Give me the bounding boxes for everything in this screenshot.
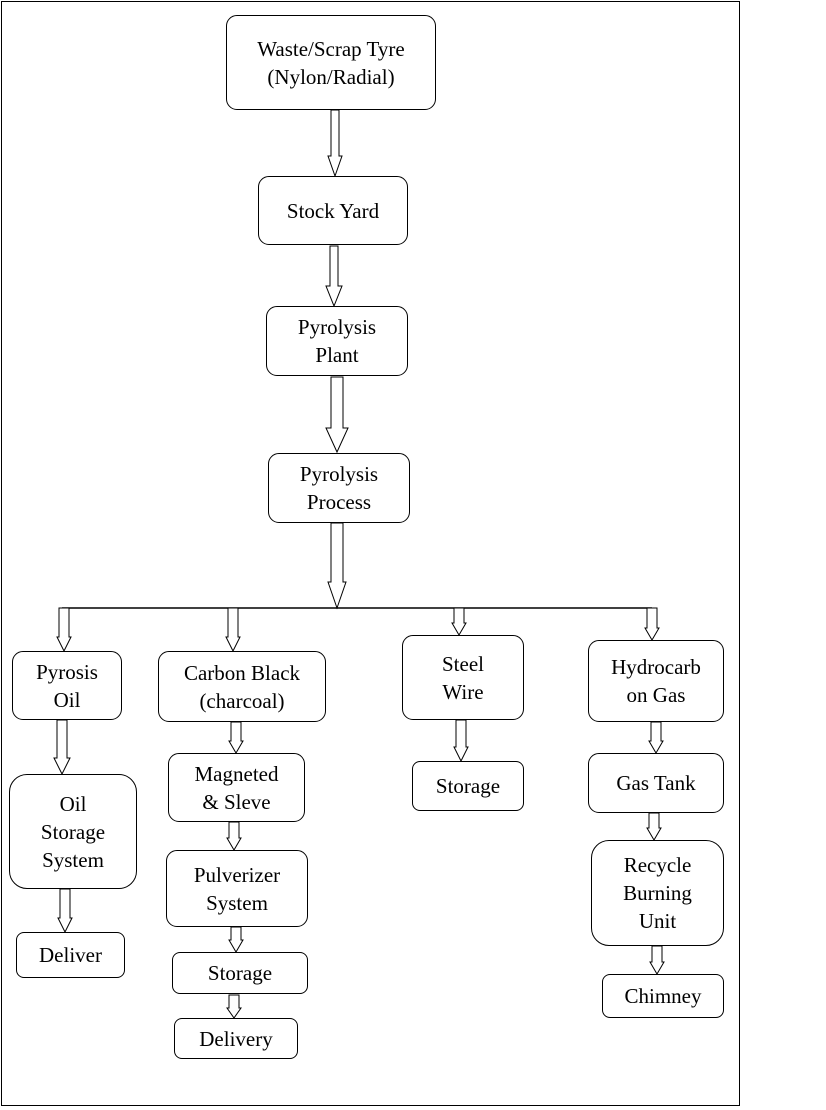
arrow-plant-to-process bbox=[325, 376, 349, 454]
node-pulverizer-system: Pulverizer System bbox=[166, 850, 308, 927]
node-chimney: Chimney bbox=[602, 974, 724, 1018]
arrow-gas-to-tank bbox=[648, 721, 664, 754]
node-carbon-storage: Storage bbox=[172, 952, 308, 994]
node-carbon-black: Carbon Black (charcoal) bbox=[158, 651, 326, 722]
arrow-stock-yard-to-plant bbox=[325, 245, 343, 308]
diagram-frame bbox=[1, 1, 740, 1106]
arrow-magneted-to-pulverizer bbox=[226, 821, 242, 851]
node-gas-tank: Gas Tank bbox=[588, 753, 724, 813]
node-steel-wire: Steel Wire bbox=[402, 635, 524, 720]
node-hydrocarbon-gas: Hydrocarb on Gas bbox=[588, 640, 724, 722]
node-pyrolysis-process: Pyrolysis Process bbox=[268, 453, 410, 523]
node-pyrolysis-plant: Pyrolysis Plant bbox=[266, 306, 408, 376]
arrow-tank-to-burning-unit bbox=[646, 812, 662, 841]
arrow-to-carbon-black bbox=[225, 607, 241, 653]
node-pyrosis-oil: Pyrosis Oil bbox=[12, 651, 122, 720]
arrow-oil-storage-to-deliver bbox=[57, 888, 73, 934]
node-magneted-sleve: Magneted & Sleve bbox=[168, 753, 305, 822]
arrow-to-steel-wire bbox=[451, 607, 467, 636]
arrow-pulverizer-to-storage bbox=[228, 926, 244, 953]
arrow-burning-to-chimney bbox=[649, 945, 665, 975]
node-oil-storage-system: Oil Storage System bbox=[9, 774, 137, 889]
node-stock-yard: Stock Yard bbox=[258, 176, 408, 245]
arrow-storage-to-delivery bbox=[226, 994, 242, 1019]
node-delivery: Delivery bbox=[174, 1018, 298, 1059]
arrow-waste-to-stock-yard bbox=[327, 109, 343, 178]
arrow-to-hydrocarbon-gas bbox=[644, 607, 660, 641]
node-recycle-burning-unit: Recycle Burning Unit bbox=[591, 840, 724, 946]
arrow-carbon-to-magneted bbox=[228, 721, 244, 754]
arrow-steel-to-storage bbox=[453, 719, 469, 763]
node-steel-storage: Storage bbox=[412, 761, 524, 811]
node-waste-tyre: Waste/Scrap Tyre (Nylon/Radial) bbox=[226, 15, 436, 110]
arrow-to-pyrosis-oil bbox=[56, 607, 72, 653]
node-deliver: Deliver bbox=[16, 932, 125, 978]
arrow-oil-to-storage bbox=[53, 719, 71, 776]
arrow-process-to-branches bbox=[327, 522, 347, 610]
